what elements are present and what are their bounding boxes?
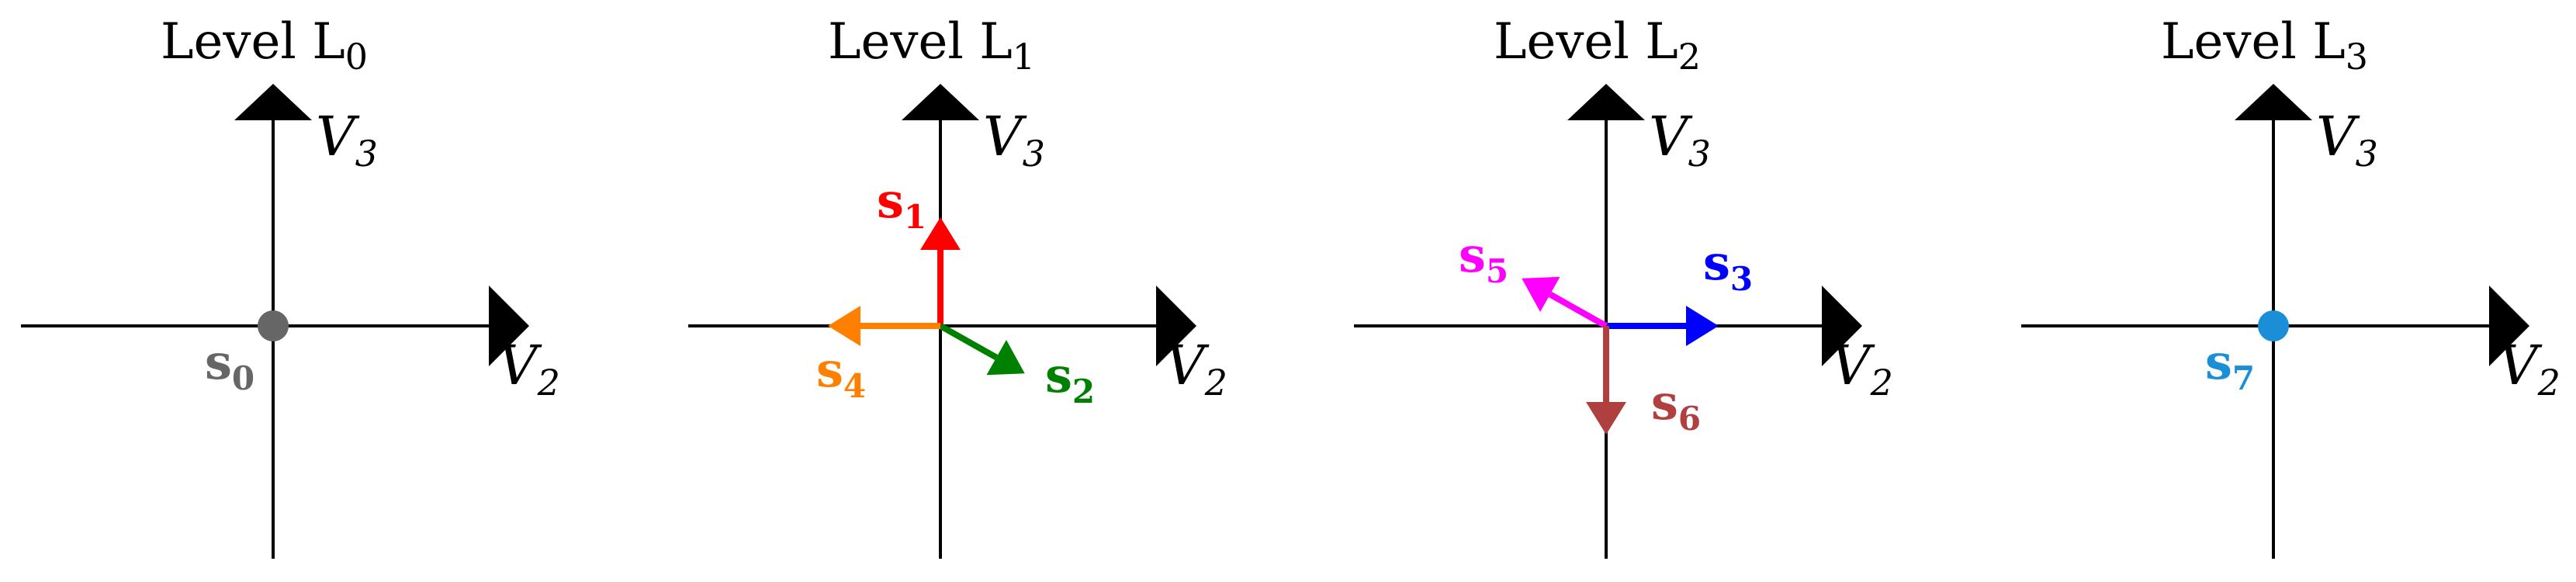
panel-level-1: Level L1 V2 V3 s1 s2 s4 (688, 13, 1227, 559)
v2-axis-label: V2 (498, 334, 560, 404)
vector-s4-arrowhead-icon (828, 306, 860, 346)
v2-arrowhead-icon (489, 286, 529, 366)
v3-axis-label: V3 (316, 105, 378, 175)
v3-arrowhead-icon (902, 84, 979, 120)
v2-arrowhead-icon (1156, 286, 1196, 366)
v2-axis-label: V2 (1831, 334, 1893, 404)
vector-s3-arrowhead-icon (1686, 306, 1719, 346)
v2-arrowhead-icon (2489, 286, 2529, 366)
v2-axis-label: V2 (2498, 334, 2560, 404)
vector-s2-line (939, 323, 999, 361)
vector-s2-arrowhead-icon (986, 340, 1025, 376)
v3-axis-label: V3 (2316, 105, 2378, 175)
vector-s5-arrowhead-icon (1522, 276, 1560, 312)
v3-arrowhead-icon (2235, 84, 2312, 120)
point-s0 (258, 310, 289, 341)
vector-s5-label: s5 (1459, 227, 1508, 290)
vector-s5-line (1548, 291, 1608, 329)
vector-s6-arrowhead-icon (1586, 402, 1626, 435)
panel-title: Level L2 (1494, 13, 1701, 78)
v2-arrowhead-icon (1822, 286, 1862, 366)
vector-s1-label: s1 (877, 172, 926, 236)
v3-arrowhead-icon (234, 84, 312, 120)
vector-s3-label: s3 (1703, 234, 1753, 298)
panel-level-0: Level L0 V2 V3 s0 (21, 13, 560, 559)
vector-s2-label: s2 (1045, 347, 1095, 411)
panel-title: Level L1 (828, 13, 1035, 78)
point-s7-label: s7 (2205, 334, 2255, 397)
point-s0-label: s0 (205, 334, 254, 397)
panel-title: Level L3 (2161, 13, 2368, 78)
vector-s4-label: s4 (816, 341, 866, 405)
point-s7 (2258, 310, 2289, 341)
v2-axis-label: V2 (1165, 334, 1227, 404)
panel-level-3: Level L3 V2 V3 s7 (2021, 13, 2560, 559)
v3-arrowhead-icon (1567, 84, 1645, 120)
vector-s6-label: s6 (1651, 374, 1701, 438)
panel-title: Level L0 (161, 13, 368, 78)
v3-axis-label: V3 (983, 105, 1045, 175)
v3-axis-label: V3 (1649, 105, 1711, 175)
panel-level-2: Level L2 V2 V3 s3 s5 s6 (1354, 13, 1893, 559)
vector-s1-arrowhead-icon (920, 217, 961, 250)
